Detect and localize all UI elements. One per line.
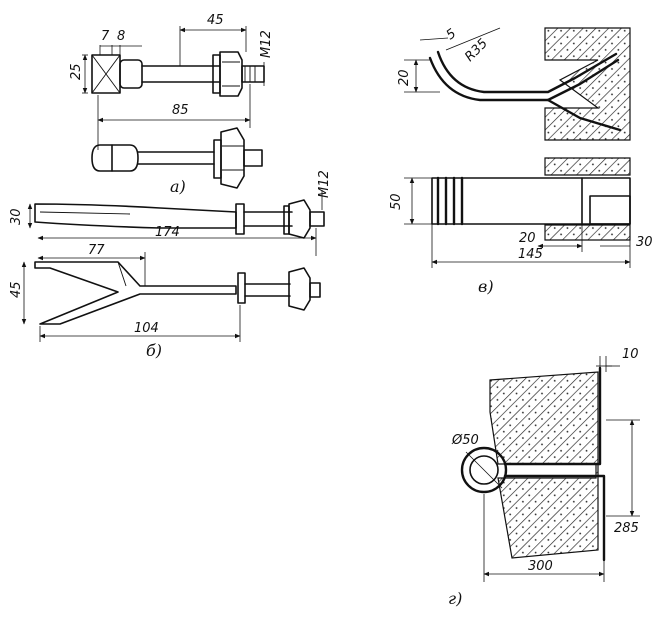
- wall-section-top: [544, 27, 631, 141]
- dim-m12: M12: [259, 30, 274, 58]
- anchor-bolt-top-view: [91, 51, 265, 97]
- figure-v: 5 R35 20 50 20 30 145 в): [389, 26, 653, 296]
- figure-v-dimensions: [404, 27, 631, 268]
- ring-anchor: [460, 366, 606, 562]
- dim-85: 85: [172, 103, 189, 118]
- dim-285: 285: [614, 521, 639, 536]
- dim-50: 50: [389, 193, 404, 210]
- figure-g: 10 Ø50 285 300 г): [448, 347, 640, 608]
- dim-7: 7: [101, 29, 110, 44]
- figure-a: 7 8 45 M12 25 85 а): [69, 13, 274, 196]
- dim-diameter-50: Ø50: [451, 433, 479, 448]
- dim-45-b: 45: [9, 281, 24, 298]
- dim-20-top: 20: [397, 69, 412, 86]
- figure-b-dimensions: [21, 190, 323, 342]
- dim-30: 30: [9, 208, 24, 225]
- figure-a-dimensions: [82, 26, 265, 150]
- strip-anchor-side: [428, 50, 622, 132]
- dim-25: 25: [69, 63, 84, 80]
- wall-section-bottom: [544, 157, 631, 241]
- figure-b-caption: б): [146, 341, 162, 360]
- wedge-anchor-side-view: [34, 199, 325, 239]
- dim-m12-b: M12: [317, 170, 332, 198]
- figure-b: 30 174 M12 77 45 104 б): [9, 170, 332, 360]
- wedge-anchor-top-view: [34, 261, 321, 325]
- figure-g-caption: г): [448, 589, 462, 608]
- dim-30-v: 30: [636, 235, 653, 250]
- figure-a-caption: а): [170, 177, 186, 196]
- strip-anchor-plan: [431, 176, 631, 226]
- dim-20-bottom: 20: [519, 231, 536, 246]
- figure-v-caption: в): [478, 277, 494, 296]
- dim-174: 174: [155, 225, 180, 240]
- anchor-bolt-side-view: [91, 127, 263, 189]
- dim-300: 300: [528, 559, 553, 574]
- dim-5: 5: [444, 26, 459, 43]
- dim-45: 45: [207, 13, 224, 28]
- dim-145: 145: [518, 247, 543, 262]
- dim-10: 10: [622, 347, 639, 362]
- wall-section-g: [489, 371, 599, 559]
- dim-77: 77: [88, 243, 105, 258]
- dim-8: 8: [117, 29, 125, 44]
- dim-104: 104: [134, 321, 159, 336]
- figure-g-dimensions: [465, 356, 640, 582]
- dim-r35: R35: [462, 36, 491, 65]
